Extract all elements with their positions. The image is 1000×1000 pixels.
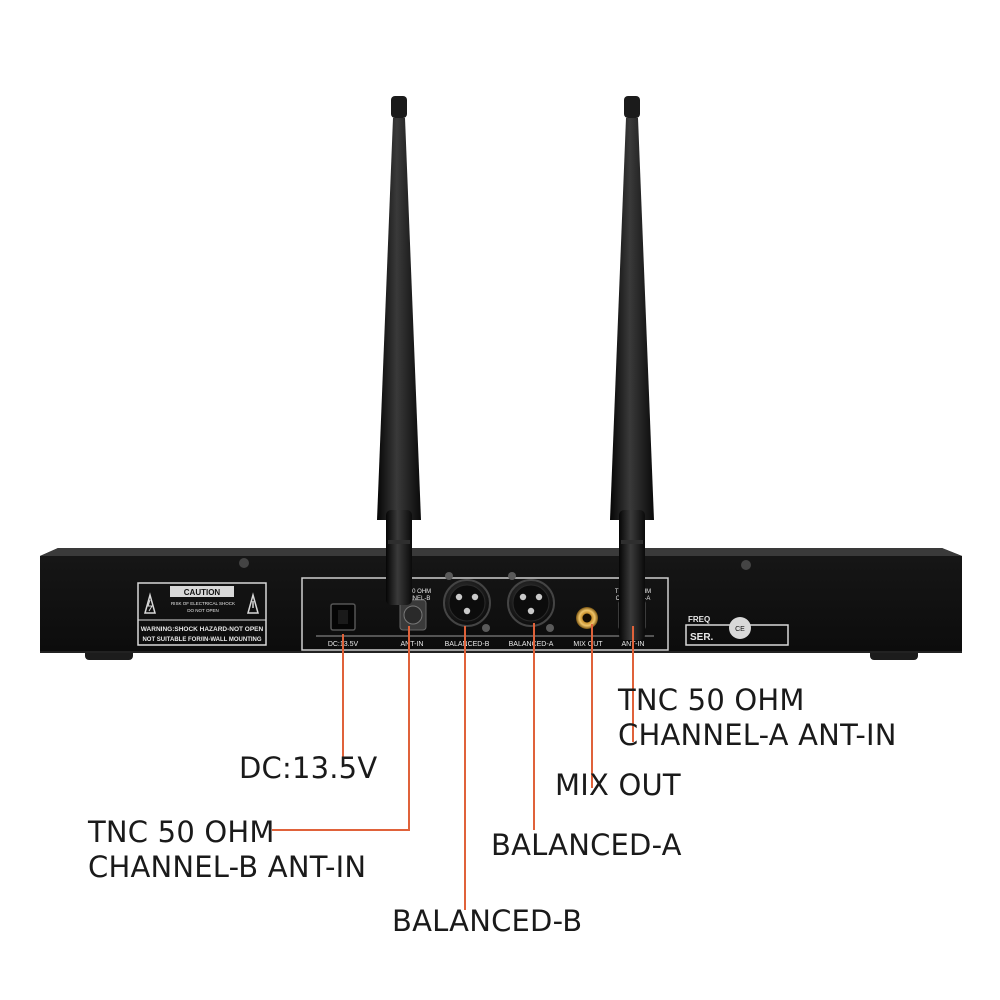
caution-line-1: RISK OF ELECTRICAL SHOCK <box>171 601 235 606</box>
callout-balanced-b: BALANCED-B <box>392 904 582 939</box>
tnc-connector-b <box>399 599 427 631</box>
certification-mark-icon <box>729 617 751 639</box>
xlr-connector-b <box>443 572 491 632</box>
callout-tnc-a-line-2: CHANNEL-A ANT-IN <box>618 718 897 752</box>
connector-panel <box>301 577 669 651</box>
leader-tnc-b <box>272 626 410 831</box>
callout-balanced-a-text: BALANCED-A <box>491 828 682 862</box>
antenna-channel-b <box>377 96 421 605</box>
panel-balanced-b: BALANCED-B <box>445 641 490 648</box>
callout-tnc-b-line-2: CHANNEL-B ANT-IN <box>88 850 367 884</box>
callout-dc: DC:13.5V <box>239 751 377 786</box>
caution-label: CAUTION RISK OF ELECTRICAL SHOCK DO NOT … <box>137 582 267 646</box>
antenna-channel-a <box>610 96 654 640</box>
callout-mix-out: MIX OUT <box>555 768 681 803</box>
panel-tnc-b-top: TNC 50 OHM <box>395 589 431 595</box>
xlr-connector-a <box>507 572 555 632</box>
panel-mix-out: MIX OUT <box>573 641 603 648</box>
lightning-warning-icon <box>144 592 156 614</box>
callout-tnc-a-line-1: TNC 50 OHM <box>618 683 805 717</box>
callout-balanced-a: BALANCED-A <box>491 828 682 863</box>
callout-tnc-channel-a: TNC 50 OHM CHANNEL-A ANT-IN <box>618 683 897 753</box>
warning-line-2: NOT SUITABLE FOR/IN-WALL MOUNTING <box>142 637 261 643</box>
caution-line-2: DO NOT OPEN <box>187 608 218 613</box>
exclamation-warning-icon <box>247 592 259 614</box>
panel-freq: FREQ <box>688 615 710 624</box>
warning-line-1: WARNING:SHOCK HAZARD-NOT OPEN <box>141 626 264 633</box>
leader-lines <box>272 623 634 910</box>
callout-balanced-b-text: BALANCED-B <box>392 904 583 938</box>
panel-balanced-a: BALANCED-A <box>509 641 554 648</box>
callout-tnc-b-line-1: TNC 50 OHM <box>88 815 275 849</box>
callout-mix-out-text: MIX OUT <box>555 768 681 802</box>
mix-out-jack <box>576 607 598 629</box>
panel-ser: SER. <box>690 632 714 643</box>
panel-tnc-b-bottom: CHANNEL-B <box>396 596 431 602</box>
callout-dc-text: DC:13.5V <box>239 751 378 785</box>
freq-serial-label: FREQ SER. CE <box>685 615 789 646</box>
caution-title: CAUTION <box>184 588 221 597</box>
dc-jack <box>330 603 356 631</box>
panel-ant-in-b: ANT-IN <box>401 641 424 648</box>
svg-text:CE: CE <box>735 626 745 633</box>
callout-tnc-channel-b: TNC 50 OHM CHANNEL-B ANT-IN <box>88 815 366 885</box>
